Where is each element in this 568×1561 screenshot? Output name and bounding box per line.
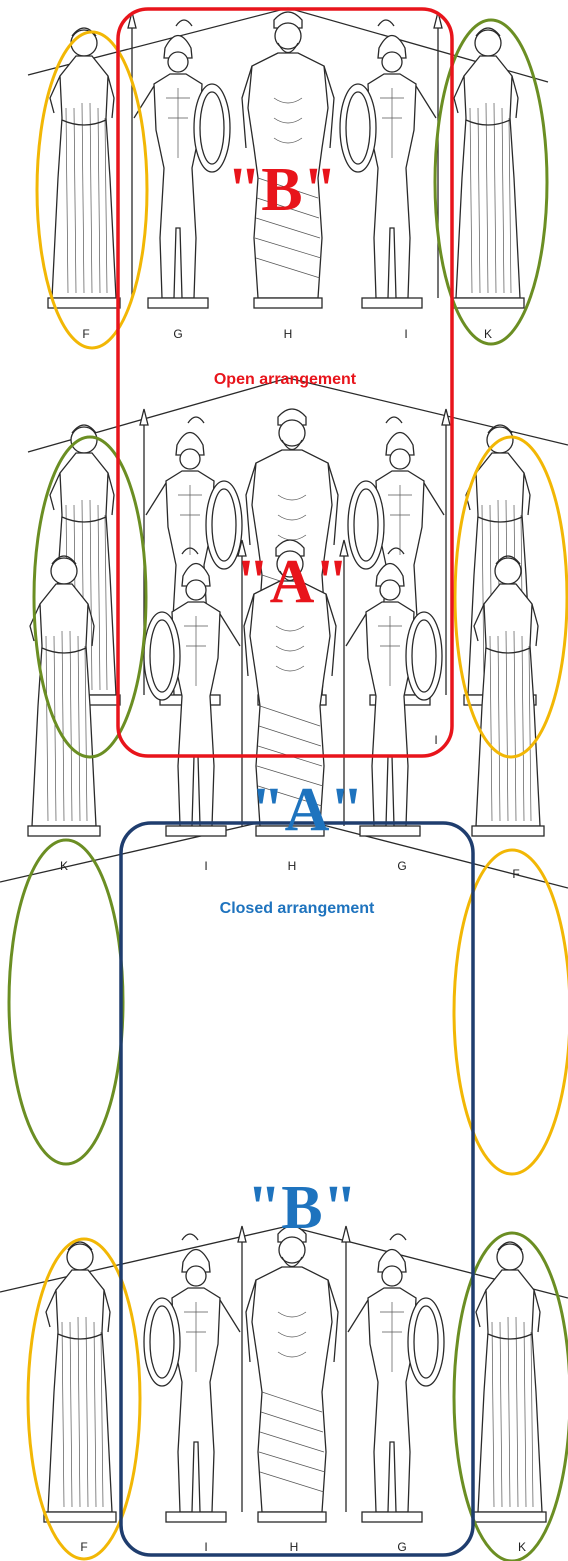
statue-label: K xyxy=(518,1540,526,1554)
closed-arrangement-caption: Closed arrangement xyxy=(220,900,375,917)
open-arrangement-caption: Open arrangement xyxy=(214,371,357,388)
statue-label: H xyxy=(284,327,293,341)
statue-g xyxy=(342,1226,444,1522)
group-letter-a: "A" xyxy=(235,548,349,616)
statue-label: F xyxy=(512,867,519,881)
statue-label: F xyxy=(82,327,89,341)
statue-label: H xyxy=(288,859,297,873)
statue-label: F xyxy=(80,1540,87,1554)
figure-k-ring xyxy=(9,840,123,1164)
statue-g xyxy=(128,12,230,308)
statue-label: G xyxy=(173,327,182,341)
statue-h xyxy=(246,1226,338,1522)
statue-k xyxy=(474,1242,546,1522)
statue-i xyxy=(340,12,442,308)
statue-f xyxy=(48,28,120,308)
statue-f xyxy=(44,1242,116,1522)
statue-label: K xyxy=(484,327,492,341)
panel-closed-bottom: F I H G K xyxy=(0,1226,568,1554)
statue-label: K xyxy=(60,859,68,873)
statue-label: G xyxy=(397,1540,406,1554)
statue-i xyxy=(144,540,246,836)
statue-label: G xyxy=(397,859,406,873)
group-letter-b: "B" xyxy=(227,156,337,224)
group-letter-b: "B" xyxy=(247,1174,357,1242)
statue-i xyxy=(144,1226,246,1522)
figure-f-ring xyxy=(454,850,568,1174)
statue-label: I xyxy=(204,1540,207,1554)
statue-label: I xyxy=(434,733,437,747)
statue-k xyxy=(452,28,524,308)
statue-label: H xyxy=(290,1540,299,1554)
statue-label: I xyxy=(204,859,207,873)
statue-label: I xyxy=(404,327,407,341)
group-letter-a: "A" xyxy=(250,776,364,844)
